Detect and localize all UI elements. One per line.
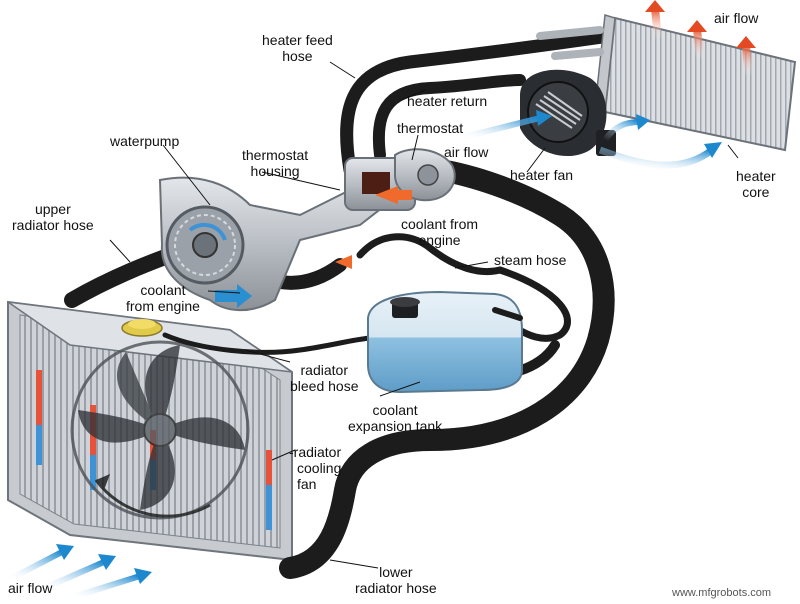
label-coolant-expansion-tank: coolant expansion tank <box>348 402 443 434</box>
thermostat-housing <box>344 148 456 211</box>
label-lower-radiator-hose: lower radiator hose <box>355 564 437 596</box>
radiator-cooling-fan <box>70 340 250 520</box>
label-coolant-from-engine-left: coolant from engine <box>126 282 200 314</box>
leader-lines <box>109 61 739 569</box>
label-heater-fan: heater fan <box>510 167 574 183</box>
watermark: www.mfgrobots.com <box>672 587 772 599</box>
label-steam-hose: steam hose <box>494 252 567 268</box>
label-air-flow-bottom: air flow <box>8 580 53 596</box>
flow-arrows <box>6 0 756 601</box>
label-thermostat-housing: thermostat housing <box>242 147 309 179</box>
heater-fan <box>520 69 616 157</box>
label-heater-core: heater core <box>736 168 776 200</box>
water-pump <box>158 176 394 312</box>
label-coolant-from-engine-right: coolant from engine <box>401 216 479 248</box>
label-air-flow-mid: air flow <box>444 144 489 160</box>
label-air-flow-top: air flow <box>714 10 759 26</box>
coolant-expansion-tank <box>367 290 523 394</box>
label-waterpump: waterpump <box>110 133 180 149</box>
label-heater-feed-hose: heater feed hose <box>262 32 333 64</box>
label-radiator-bleed-hose: radiator bleed hose <box>290 362 359 394</box>
label-radiator-cooling-fan: -radiator cooling fan <box>289 444 342 492</box>
label-heater-return: heater return <box>407 93 488 109</box>
label-upper-radiator-hose: upper radiator hose <box>12 201 94 233</box>
label-thermostat: thermostat <box>397 120 464 136</box>
